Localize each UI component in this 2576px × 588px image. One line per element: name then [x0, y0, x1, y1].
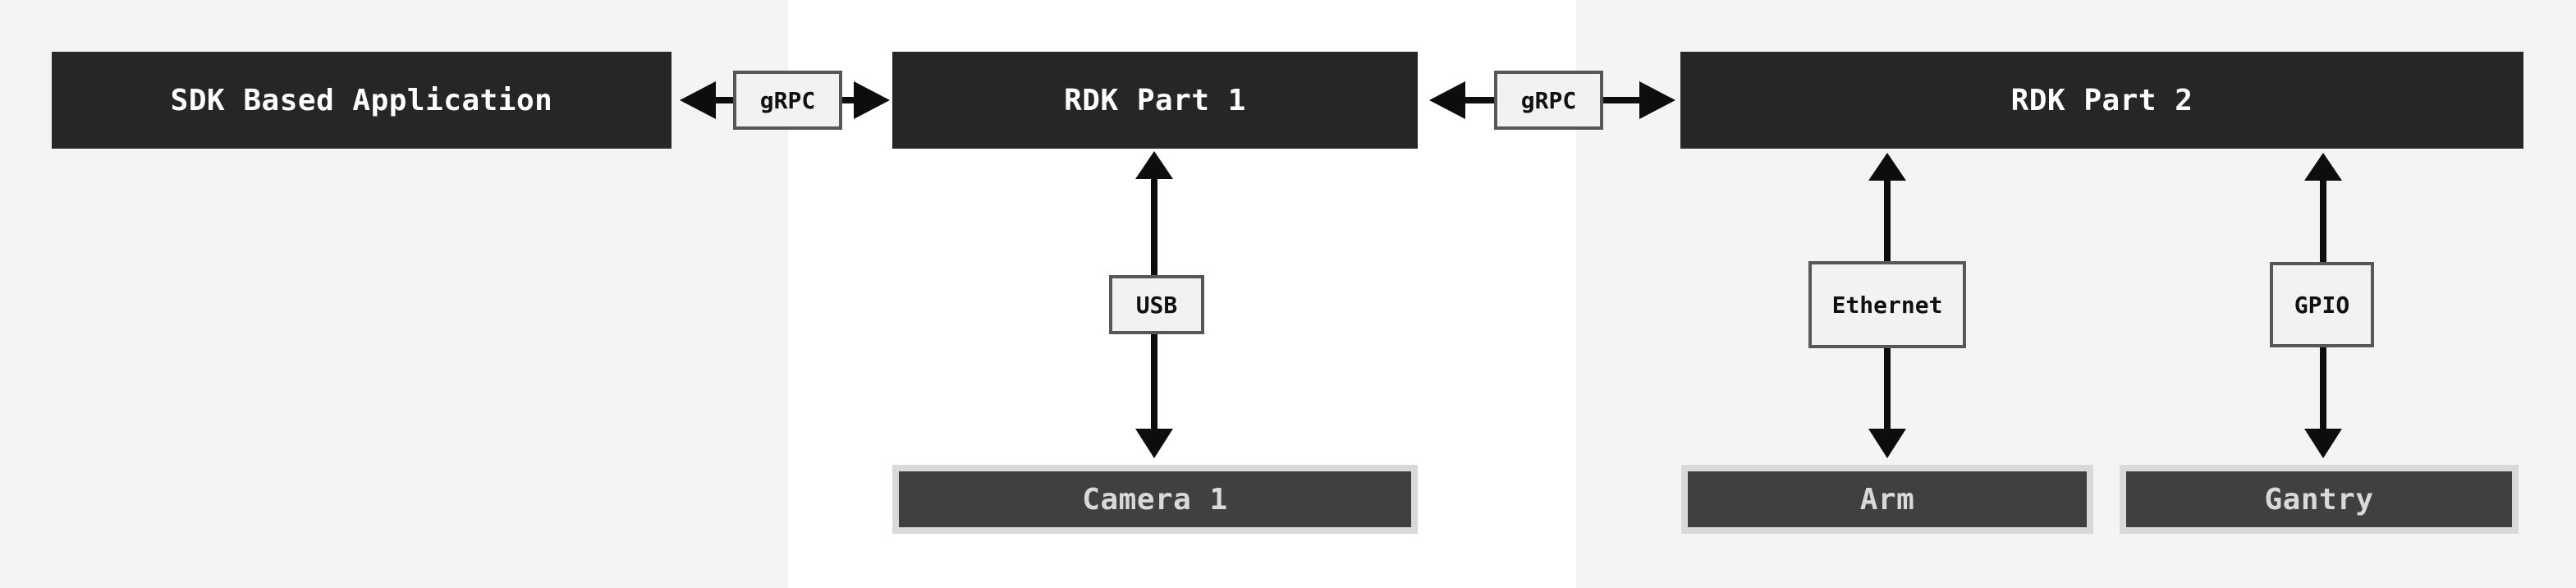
- connector-label-usb-text: USB: [1135, 291, 1178, 319]
- node-rdk-part-2: RDK Part 2: [1680, 52, 2523, 149]
- connector-label-grpc-2: gRPC: [1494, 71, 1603, 130]
- connector-label-gpio-text: GPIO: [2294, 291, 2350, 319]
- node-arm-label: Arm: [1859, 482, 1915, 517]
- connector-label-ethernet-text: Ethernet: [1831, 291, 1943, 319]
- connector-label-gpio: GPIO: [2270, 262, 2374, 347]
- connector-label-grpc-2-text: gRPC: [1520, 86, 1577, 114]
- node-gantry-label: Gantry: [2264, 482, 2374, 517]
- node-camera-1: Camera 1: [892, 465, 1418, 534]
- node-rdk-part-2-label: RDK Part 2: [2010, 83, 2193, 117]
- usb-arrow-shaft-bottom: [1151, 334, 1157, 429]
- connector-label-grpc-1: gRPC: [733, 71, 842, 130]
- connector-label-usb: USB: [1109, 275, 1204, 334]
- node-sdk-based-application-label: SDK Based Application: [170, 83, 553, 117]
- ethernet-arrow-shaft-top: [1884, 181, 1891, 261]
- node-sdk-based-application: SDK Based Application: [52, 52, 672, 149]
- ethernet-arrow-shaft-bottom: [1884, 348, 1891, 429]
- connector-label-ethernet: Ethernet: [1808, 261, 1966, 348]
- gpio-arrow-shaft-bottom: [2320, 347, 2326, 429]
- node-rdk-part-1: RDK Part 1: [892, 52, 1418, 149]
- node-arm: Arm: [1681, 465, 2093, 534]
- gpio-arrow-shaft-top: [2320, 181, 2326, 262]
- node-gantry: Gantry: [2120, 465, 2519, 534]
- usb-arrow-shaft-top: [1151, 179, 1157, 275]
- connector-label-grpc-1-text: gRPC: [759, 86, 816, 114]
- node-rdk-part-1-label: RDK Part 1: [1064, 83, 1246, 117]
- node-camera-1-label: Camera 1: [1082, 482, 1228, 517]
